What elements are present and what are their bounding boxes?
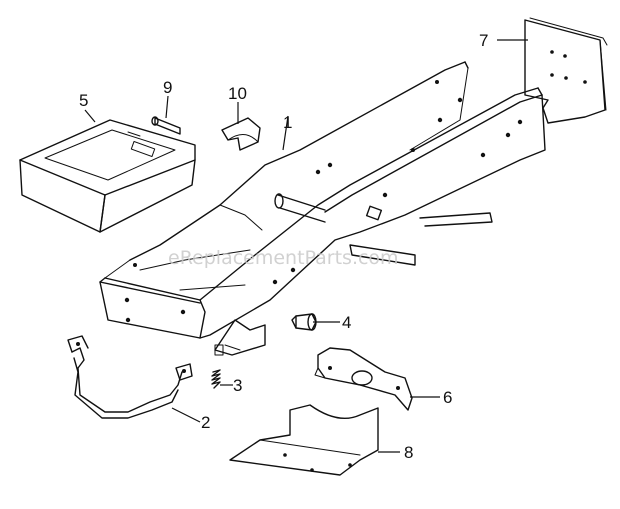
callout-8: 8 (404, 443, 413, 462)
leader-lines (84, 39, 528, 453)
part-10-curved-bracket (221, 117, 261, 151)
part-5-cover-plate (19, 119, 196, 233)
part-3-spring (211, 369, 221, 389)
part-6-mounting-bracket (314, 347, 413, 411)
leader-9 (165, 95, 169, 119)
part-1-main-frame (99, 61, 546, 356)
callout-1: 1 (283, 113, 292, 132)
callout-2: 2 (201, 413, 210, 432)
leader-5 (84, 109, 96, 123)
callout-4: 4 (342, 313, 351, 332)
part-7-rear-bracket (524, 17, 608, 124)
part-9-pin (151, 116, 181, 135)
callout-7: 7 (479, 31, 488, 50)
leader-2 (171, 407, 201, 423)
part-4-bolt (291, 313, 317, 331)
callout-5: 5 (79, 91, 88, 110)
part-2-bent-rod (67, 335, 193, 419)
callout-10: 10 (228, 84, 247, 103)
callout-9: 9 (163, 78, 172, 97)
callout-6: 6 (443, 388, 452, 407)
leader-1 (282, 115, 289, 151)
callout-3: 3 (233, 376, 242, 395)
watermark-text: eReplacementParts.com (168, 247, 399, 269)
part-8-skid-plate (229, 404, 379, 476)
